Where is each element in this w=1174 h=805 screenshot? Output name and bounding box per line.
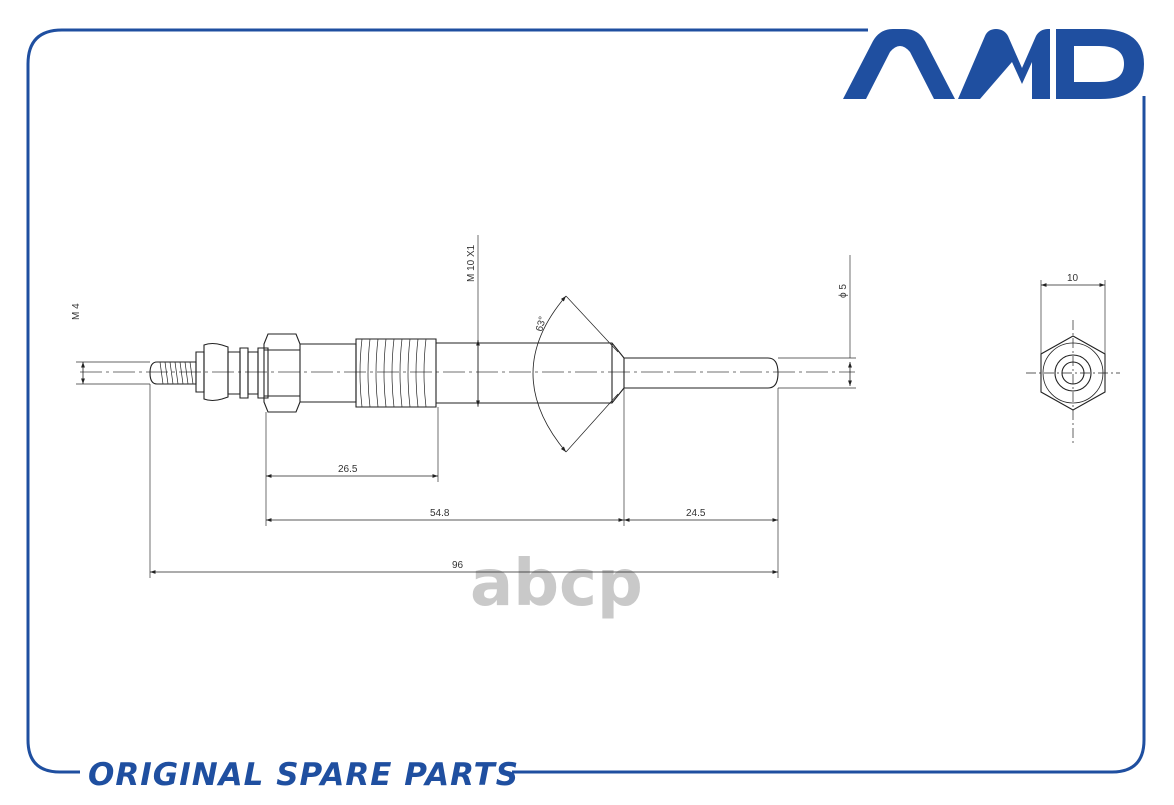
dim-hex-size: 10 <box>1067 273 1079 284</box>
label-thread-body: M 10 X1 <box>466 244 477 282</box>
footer-brand-text: ORIGINAL SPARE PARTS <box>88 757 519 793</box>
shank <box>300 343 357 403</box>
dim-thread-length: 26.5 <box>338 464 358 475</box>
amd-logo <box>843 29 1144 99</box>
dim-tip-length: 24.5 <box>686 508 706 519</box>
label-diameter: ϕ 5 <box>838 284 849 298</box>
body-barrel <box>436 342 625 404</box>
body-thread <box>355 338 437 408</box>
logo-letter-d <box>1056 29 1144 99</box>
logo-letter-a <box>843 29 955 99</box>
dim-total-length: 96 <box>452 560 464 571</box>
dimension-lines <box>81 295 852 574</box>
watermark: abcp <box>470 547 643 621</box>
label-angle: 63° <box>534 315 549 332</box>
glow-plug-side-view <box>149 333 779 413</box>
hex-end-view <box>1026 280 1120 444</box>
sheet-border <box>26 28 1146 774</box>
tip-thread <box>149 361 197 385</box>
logo-letter-m <box>958 29 1050 99</box>
dim-body-length: 54.8 <box>430 508 450 519</box>
watermark-text: abcp <box>470 547 643 621</box>
heater-tip <box>624 357 779 389</box>
hex-collar <box>263 333 301 413</box>
angle-arc <box>532 295 567 453</box>
extension-lines <box>76 235 856 578</box>
label-thread-tip: M 4 <box>71 303 82 320</box>
